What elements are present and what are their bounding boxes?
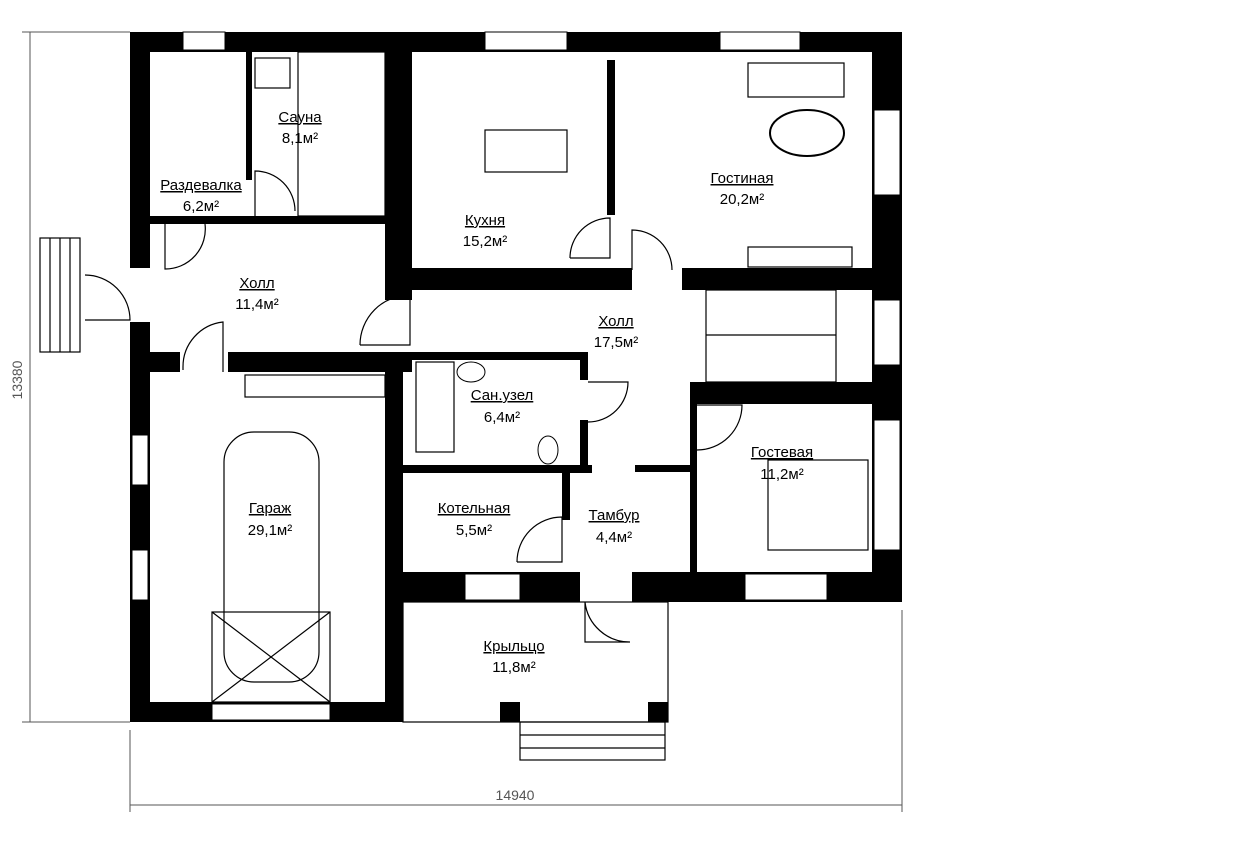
- height-label: 13380: [9, 360, 25, 399]
- svg-text:Тамбур: Тамбур: [589, 507, 640, 524]
- svg-text:5,5м²: 5,5м²: [456, 522, 492, 539]
- room-label-dressing-room: Раздевалка 6,2м²: [160, 177, 242, 215]
- svg-text:Холл: Холл: [239, 275, 274, 292]
- svg-text:11,8м²: 11,8м²: [492, 659, 535, 676]
- room-label-porch: Крыльцо 11,8м²: [483, 638, 544, 676]
- windows: [131, 31, 901, 721]
- svg-text:Кухня: Кухня: [465, 212, 505, 229]
- svg-text:11,2м²: 11,2м²: [760, 466, 803, 483]
- dimension-width: 14940: [129, 610, 903, 812]
- svg-text:Гараж: Гараж: [249, 500, 291, 517]
- svg-text:Сауна: Сауна: [278, 109, 322, 126]
- svg-text:Сан.узел: Сан.узел: [471, 387, 534, 404]
- svg-text:Крыльцо: Крыльцо: [483, 638, 544, 655]
- dimension-height: 13380: [9, 31, 130, 723]
- room-label-garage: Гараж 29,1м²: [248, 500, 293, 539]
- room-label-hall-1: Холл 11,4м²: [235, 275, 278, 313]
- svg-text:11,4м²: 11,4м²: [235, 296, 278, 313]
- fixtures: [39, 51, 869, 761]
- svg-text:4,4м²: 4,4м²: [596, 529, 632, 546]
- width-label: 14940: [496, 787, 535, 803]
- svg-text:Раздевалка: Раздевалка: [160, 177, 242, 194]
- svg-text:20,2м²: 20,2м²: [720, 191, 765, 208]
- room-label-sauna: Сауна 8,1м²: [278, 109, 322, 147]
- room-label-vestibule: Тамбур 4,4м²: [589, 507, 640, 546]
- room-label-guest-room: Гостевая 11,2м²: [751, 444, 813, 483]
- svg-text:29,1м²: 29,1м²: [248, 522, 293, 539]
- svg-text:15,2м²: 15,2м²: [463, 233, 508, 250]
- room-label-boiler-room: Котельная 5,5м²: [438, 500, 511, 539]
- svg-text:Гостиная: Гостиная: [711, 170, 774, 187]
- svg-text:Котельная: Котельная: [438, 500, 511, 517]
- room-label-bathroom: Сан.узел 6,4м²: [471, 387, 534, 426]
- room-label-kitchen: Кухня 15,2м²: [463, 212, 508, 250]
- svg-text:8,1м²: 8,1м²: [282, 130, 318, 147]
- walls: [130, 32, 902, 722]
- svg-text:Холл: Холл: [598, 313, 633, 330]
- svg-text:17,5м²: 17,5м²: [594, 334, 639, 351]
- room-label-living-room: Гостиная 20,2м²: [711, 170, 774, 208]
- room-label-hall-2: Холл 17,5м²: [594, 313, 639, 351]
- svg-text:6,4м²: 6,4м²: [484, 409, 520, 426]
- svg-text:6,2м²: 6,2м²: [183, 198, 219, 215]
- svg-text:Гостевая: Гостевая: [751, 444, 813, 461]
